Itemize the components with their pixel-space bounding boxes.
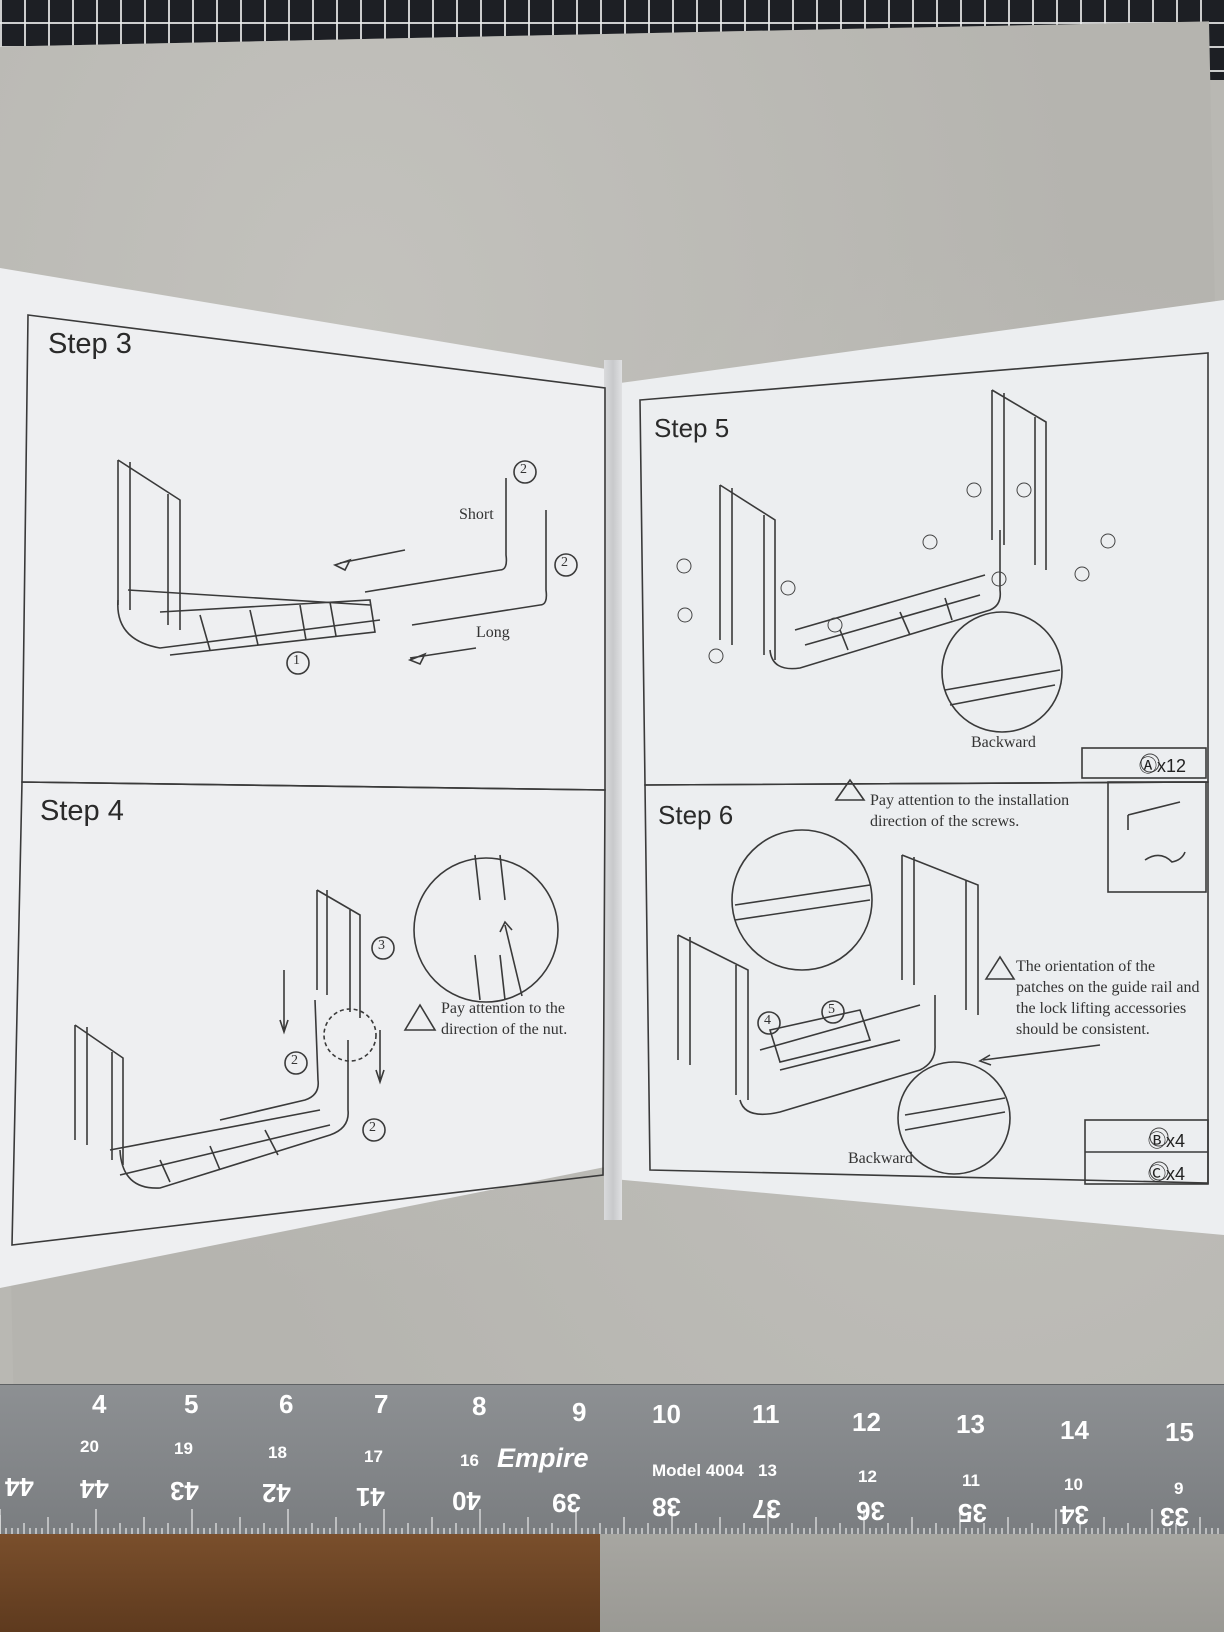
cm-16: 16 <box>460 1451 479 1470</box>
step4-title: Step 4 <box>40 795 124 827</box>
step3-title: Step 3 <box>48 328 132 360</box>
step5-rack <box>719 389 1047 670</box>
bottom-33: 33 <box>1160 1502 1189 1532</box>
bottom-43: 43 <box>170 1476 199 1506</box>
ruler-brand: Empire <box>497 1443 589 1473</box>
step4-part-3: 3 <box>378 938 385 953</box>
step4-note: Pay attention to the direction of the nu… <box>441 1000 568 1038</box>
cm-12: 12 <box>858 1467 877 1486</box>
inch-14: 14 <box>1060 1415 1089 1445</box>
cm-19: 19 <box>174 1439 193 1458</box>
cm-13: 13 <box>758 1461 777 1480</box>
cm-20: 20 <box>80 1437 99 1456</box>
step3-part-2-top: 2 <box>520 462 527 477</box>
hardware-c-quantity: Ⓒx4 <box>1148 1164 1186 1184</box>
measuring-ruler: 4 5 6 7 8 9 10 11 12 13 14 15 20 19 18 1… <box>0 1384 1224 1535</box>
inch-7: 7 <box>374 1389 389 1419</box>
step4-part-2-right: 2 <box>369 1120 376 1135</box>
inch-10: 10 <box>652 1399 681 1429</box>
bottom-36: 36 <box>856 1496 885 1526</box>
bottom-41: 41 <box>356 1482 385 1512</box>
cm-11: 11 <box>962 1471 980 1490</box>
inch-6: 6 <box>279 1389 294 1419</box>
bottom-35: 35 <box>958 1498 987 1528</box>
ruler-model: Model 4004 <box>652 1461 744 1480</box>
inch-15: 15 <box>1165 1417 1194 1447</box>
inch-4: 4 <box>92 1389 107 1419</box>
step3-frame <box>21 314 606 791</box>
inch-5: 5 <box>184 1389 199 1419</box>
cm-18: 18 <box>268 1443 287 1462</box>
step6-part-5: 5 <box>828 1002 835 1017</box>
inch-9: 9 <box>572 1397 587 1427</box>
left-page <box>0 268 612 1288</box>
inch-8: 8 <box>472 1391 487 1421</box>
hardware-b-quantity: Ⓑx4 <box>1148 1131 1186 1151</box>
cm-10: 10 <box>1064 1475 1083 1494</box>
bottom-44: 44 <box>80 1474 109 1504</box>
step6-label-backward: Backward <box>848 1150 913 1167</box>
step4-rack <box>74 889 385 1189</box>
step6-title: Step 6 <box>658 800 734 830</box>
tools-box <box>1107 781 1207 893</box>
hardware-a-box <box>1081 747 1207 779</box>
hardware-a-quantity: Ⓐx12 <box>1139 756 1187 776</box>
step3-rack <box>117 459 548 666</box>
step5-title: Step 5 <box>654 413 730 443</box>
bottom-34: 34 <box>1060 1500 1089 1530</box>
inch-13: 13 <box>956 1409 985 1439</box>
step3-part-1: 1 <box>293 653 300 668</box>
bottom-39: 39 <box>552 1488 581 1518</box>
step5-part-a-icon <box>676 558 692 574</box>
bottom-38: 38 <box>652 1492 681 1522</box>
inch-11: 11 <box>752 1399 780 1429</box>
step3-label-short: Short <box>459 506 494 523</box>
step6-note-patches: The orientation of the patches on the gu… <box>1016 958 1200 1038</box>
cloth-edge <box>600 1534 1224 1632</box>
bottom-44a: 44 <box>5 1472 34 1502</box>
inch-12: 12 <box>852 1407 881 1437</box>
step3-label-long: Long <box>476 624 510 641</box>
bottom-40: 40 <box>452 1486 481 1516</box>
step6-part-4: 4 <box>764 1013 771 1028</box>
wood-surface <box>0 1534 600 1632</box>
right-page <box>612 300 1224 1235</box>
step6-note-screws: Pay attention to the installation direct… <box>870 792 1070 830</box>
step6-rack <box>677 854 979 1116</box>
step4-part-2-left: 2 <box>291 1053 298 1068</box>
booklet-spine <box>604 360 622 1220</box>
step5-label-backward: Backward <box>971 734 1036 751</box>
cm-9: 9 <box>1174 1479 1184 1498</box>
step4-frame <box>11 781 606 1246</box>
bottom-37: 37 <box>752 1494 781 1524</box>
step3-part-2-bottom: 2 <box>561 555 568 570</box>
cm-17: 17 <box>364 1447 383 1466</box>
ruler-ticks <box>0 1509 1219 1535</box>
bottom-42: 42 <box>262 1478 291 1508</box>
